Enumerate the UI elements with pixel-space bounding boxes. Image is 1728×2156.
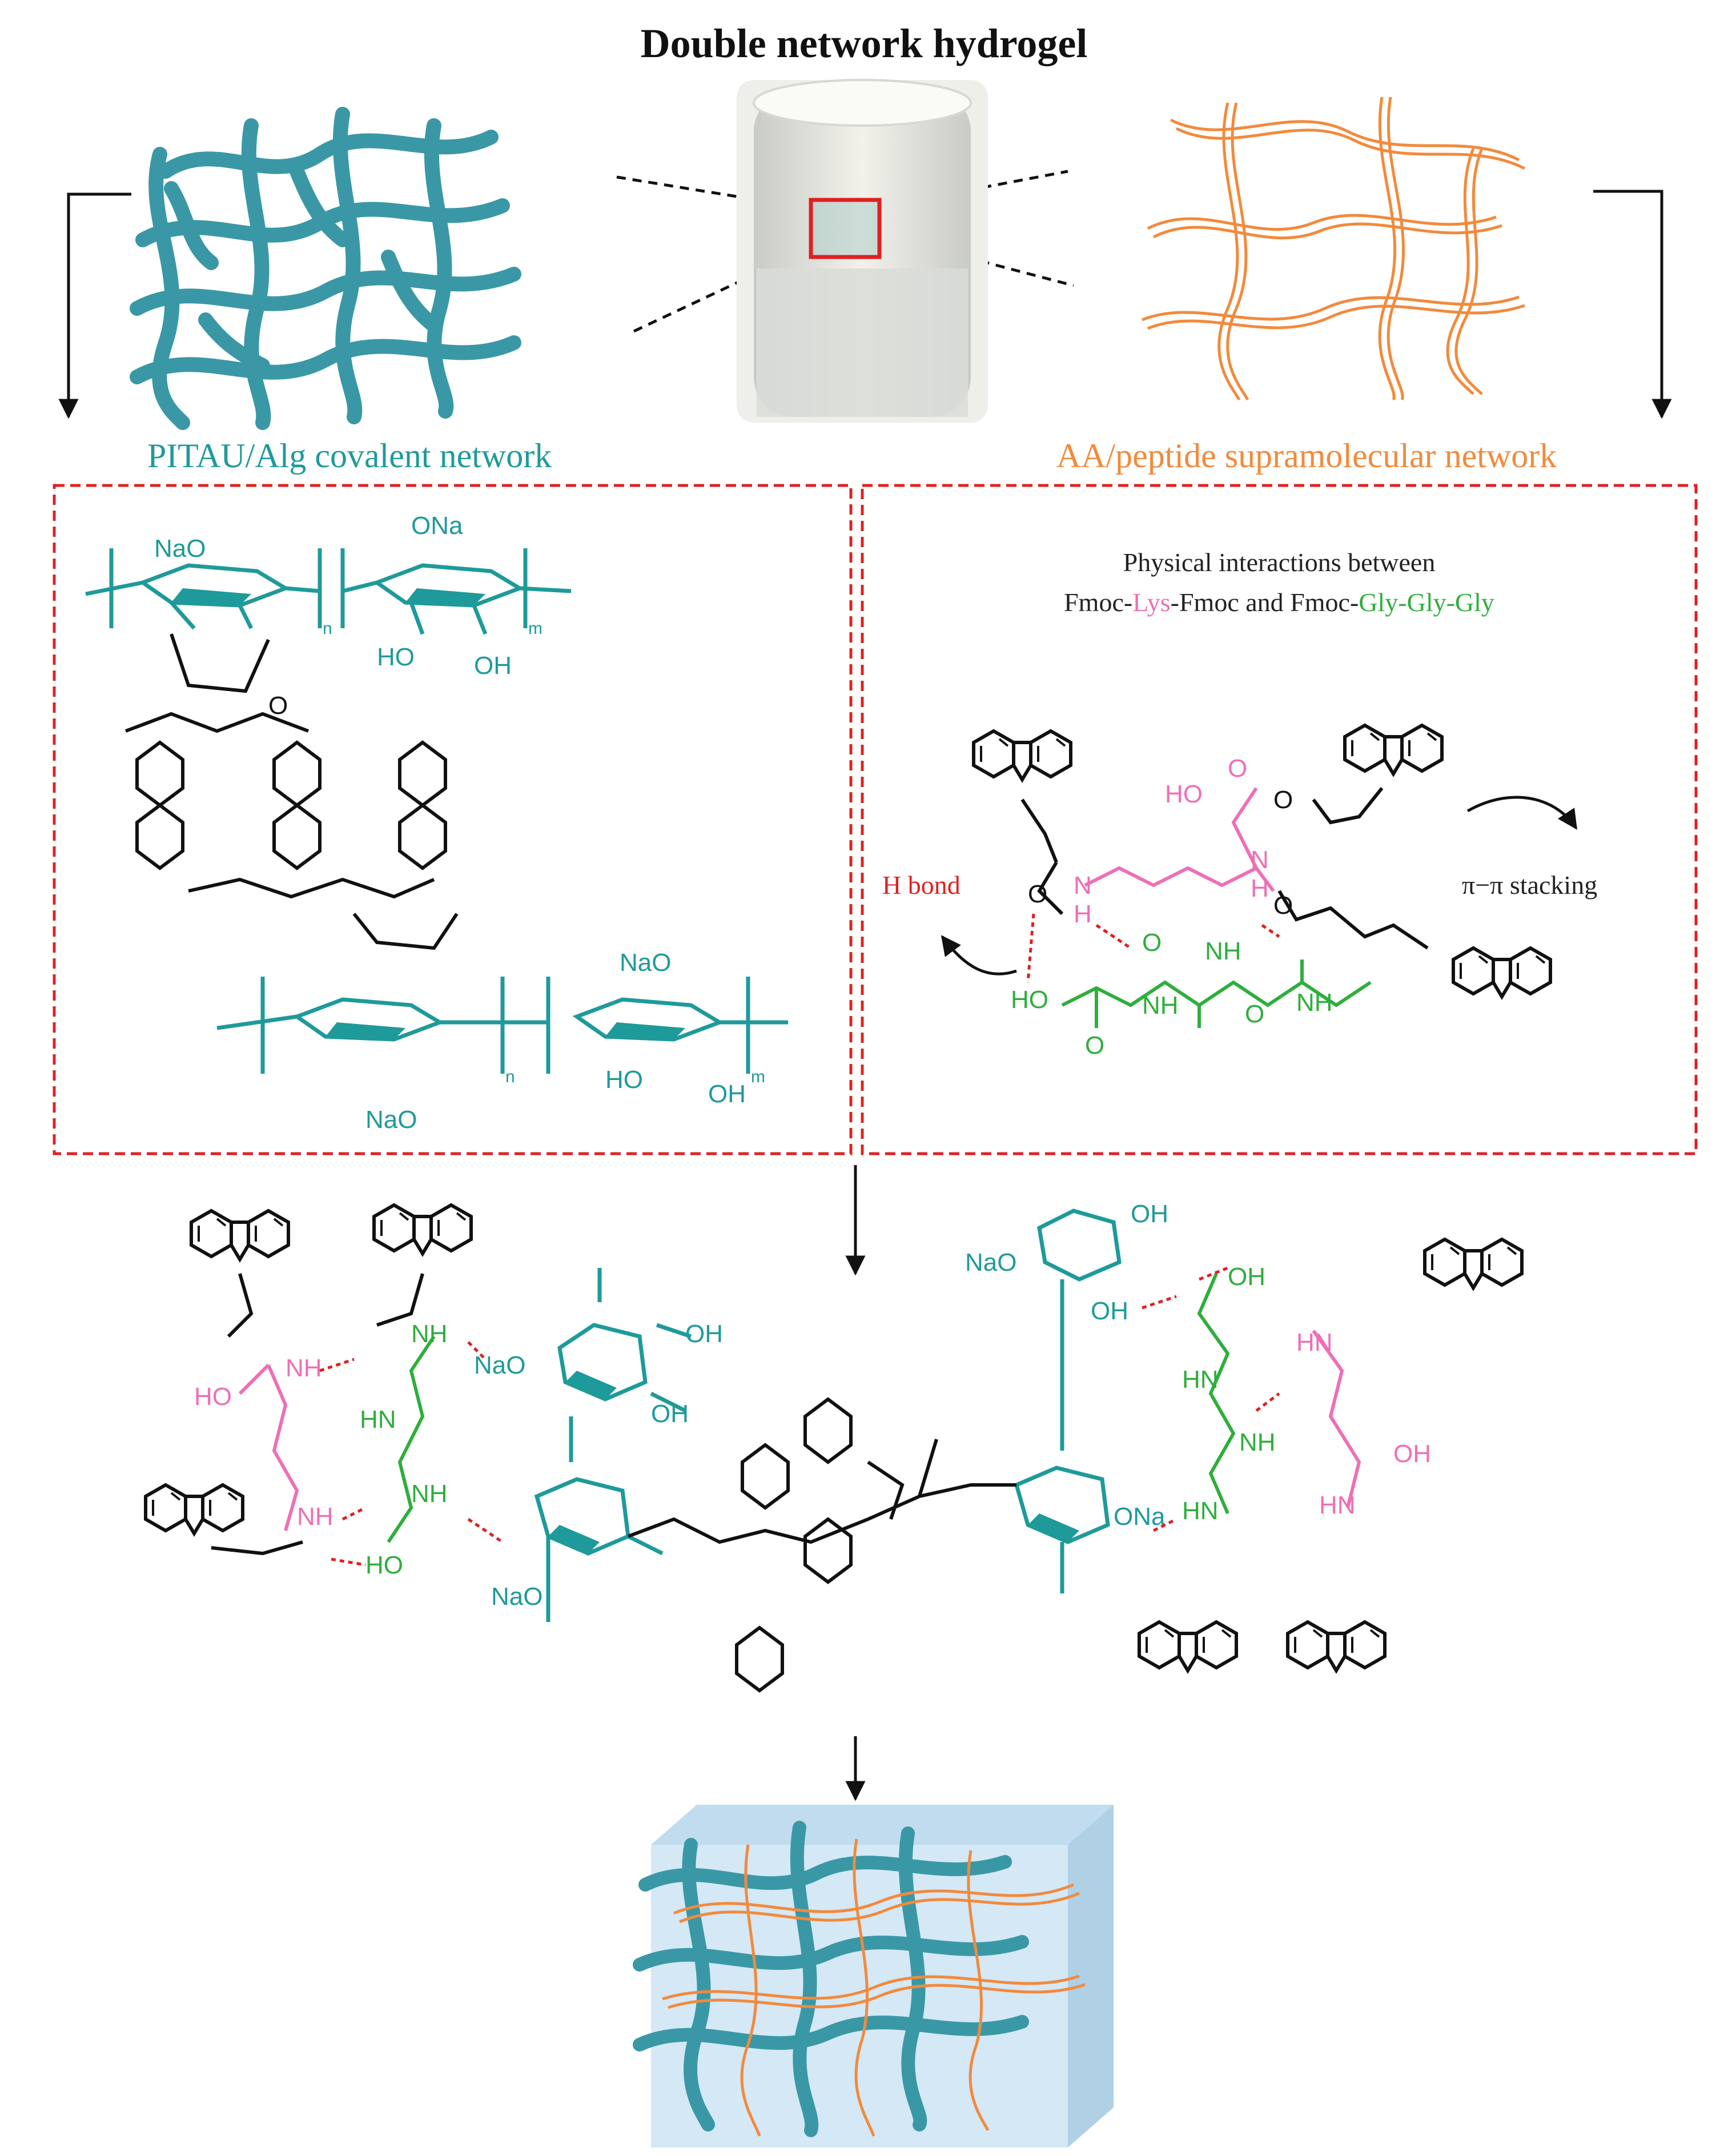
combo-oh-2: OH <box>651 1400 689 1428</box>
supramolecular-network-label: AA/peptide supramolecular network <box>1056 437 1557 475</box>
supramolecular-network-illustration <box>1142 97 1526 401</box>
combo-ho-2: HO <box>365 1551 403 1579</box>
h-bond-label: H bond <box>882 870 961 900</box>
chem-o-lys: O <box>1228 754 1247 782</box>
combo-ona-1: ONa <box>1114 1503 1166 1531</box>
chem-n-lys-1: N <box>1074 872 1092 900</box>
combo-oh-6: OH <box>1393 1440 1431 1468</box>
chem-o-gly-1: O <box>1085 1031 1104 1059</box>
combo-nh-2: NH <box>297 1503 333 1531</box>
fluorene-ring-icon <box>191 1211 288 1259</box>
fluorene-ring-icon <box>146 1485 243 1533</box>
combo-ho-1: HO <box>194 1383 232 1411</box>
combo-oh-4: OH <box>1091 1297 1128 1325</box>
combo-hn-3: HN <box>1182 1497 1219 1525</box>
caption-fmoc-prefix: Fmoc- <box>1064 588 1132 617</box>
chem-ho-2: HO <box>605 1066 643 1094</box>
combined-network-structure: NH HO NH NH HN NH HO NaO NaO OH OH NaO O… <box>146 1200 1522 1693</box>
combo-oh-3: OH <box>1131 1200 1168 1228</box>
peptide-interaction-structure: HO O N H N H O O O HO O NH O NH O NH H b… <box>882 725 1597 1059</box>
chem-o-fmoc-1: O <box>1028 880 1047 908</box>
chem-nh-gly-1: NH <box>1142 991 1179 1019</box>
alginate-pitau-structure: NaO ONa HO OH n m O NaO NaO <box>85 512 788 1134</box>
fluorene-ring-icon <box>1139 1622 1236 1671</box>
left-down-arrow-icon <box>58 192 131 419</box>
chem-nao-2: NaO <box>620 949 671 977</box>
supramolecular-structure-frame <box>861 484 1698 1155</box>
fluorene-ring-icon <box>1288 1622 1385 1671</box>
double-network-cube <box>633 1805 1114 2147</box>
covalent-structure-frame <box>53 484 853 1155</box>
chem-ho-lys: HO <box>1165 780 1203 808</box>
chem-o-fmoc-2: O <box>1273 786 1293 814</box>
chem-nao-1: NaO <box>154 535 206 563</box>
chem-h-lys-1: H <box>1074 900 1092 928</box>
combo-nh-3: NH <box>411 1320 448 1348</box>
covalent-network-illustration <box>130 107 521 430</box>
fluorene-ring-icon <box>1345 725 1442 774</box>
combo-oh-5: OH <box>1228 1263 1265 1291</box>
combo-nao-3: NaO <box>965 1248 1016 1276</box>
combo-nao-2: NaO <box>491 1583 542 1611</box>
chem-ho-1: HO <box>377 643 415 671</box>
pi-stacking-label: π−π stacking <box>1462 870 1597 900</box>
combo-hn-1: HN <box>360 1406 396 1434</box>
caption-gly: Gly-Gly-Gly <box>1359 588 1494 617</box>
combo-hn-5: HN <box>1319 1491 1356 1519</box>
fluorene-ring-icon <box>1425 1239 1522 1288</box>
figure-title: Double network hydrogel <box>641 21 1088 66</box>
chem-h-lys-2: H <box>1251 874 1269 902</box>
interactions-caption-line1: Physical interactions between <box>1123 548 1436 577</box>
chem-o-gly-3: O <box>1245 1000 1264 1028</box>
combo-hn-2: HN <box>1182 1366 1219 1394</box>
chem-n-2: n <box>505 1067 515 1086</box>
chem-nh-gly-3: NH <box>1296 989 1333 1017</box>
hydrogel-vial-photo <box>737 79 988 423</box>
chem-n-1: n <box>323 619 332 638</box>
interactions-caption-line2: Fmoc-Lys-Fmoc and Fmoc-Gly-Gly-Gly <box>1064 588 1494 617</box>
chem-n-lys-2: N <box>1251 846 1269 874</box>
chem-nh-gly-2: NH <box>1205 937 1241 965</box>
chem-o-fmoc-3: O <box>1273 892 1293 920</box>
combo-nh-4: NH <box>411 1480 448 1508</box>
chem-o-backbone: O <box>268 692 288 720</box>
chem-ho-gly: HO <box>1011 986 1048 1014</box>
chem-o-gly-2: O <box>1142 929 1162 957</box>
caption-fmoc-middle: -Fmoc and Fmoc- <box>1171 588 1359 617</box>
chem-m-2: m <box>751 1067 765 1086</box>
right-down-arrow-icon <box>1593 190 1672 419</box>
fluorene-ring-icon <box>974 731 1071 780</box>
h-bond-curved-arrow-icon <box>941 935 1017 975</box>
covalent-network-label: PITAU/Alg covalent network <box>147 437 552 475</box>
chem-oh-1: OH <box>474 652 512 680</box>
caption-lys: Lys <box>1132 588 1170 617</box>
chem-oh-2: OH <box>708 1080 746 1108</box>
combo-nh-1: NH <box>286 1354 322 1382</box>
combo-nh-5: NH <box>1239 1428 1276 1456</box>
pi-stacking-curved-arrow-icon <box>1466 796 1578 830</box>
fluorene-ring-icon <box>1453 948 1550 997</box>
chem-nao-3: NaO <box>365 1106 417 1134</box>
chem-m-1: m <box>528 619 542 638</box>
combo-hn-4: HN <box>1296 1328 1333 1356</box>
chem-ona-1: ONa <box>411 512 463 540</box>
fluorene-ring-icon <box>374 1205 471 1254</box>
combo-oh-1: OH <box>685 1320 723 1348</box>
